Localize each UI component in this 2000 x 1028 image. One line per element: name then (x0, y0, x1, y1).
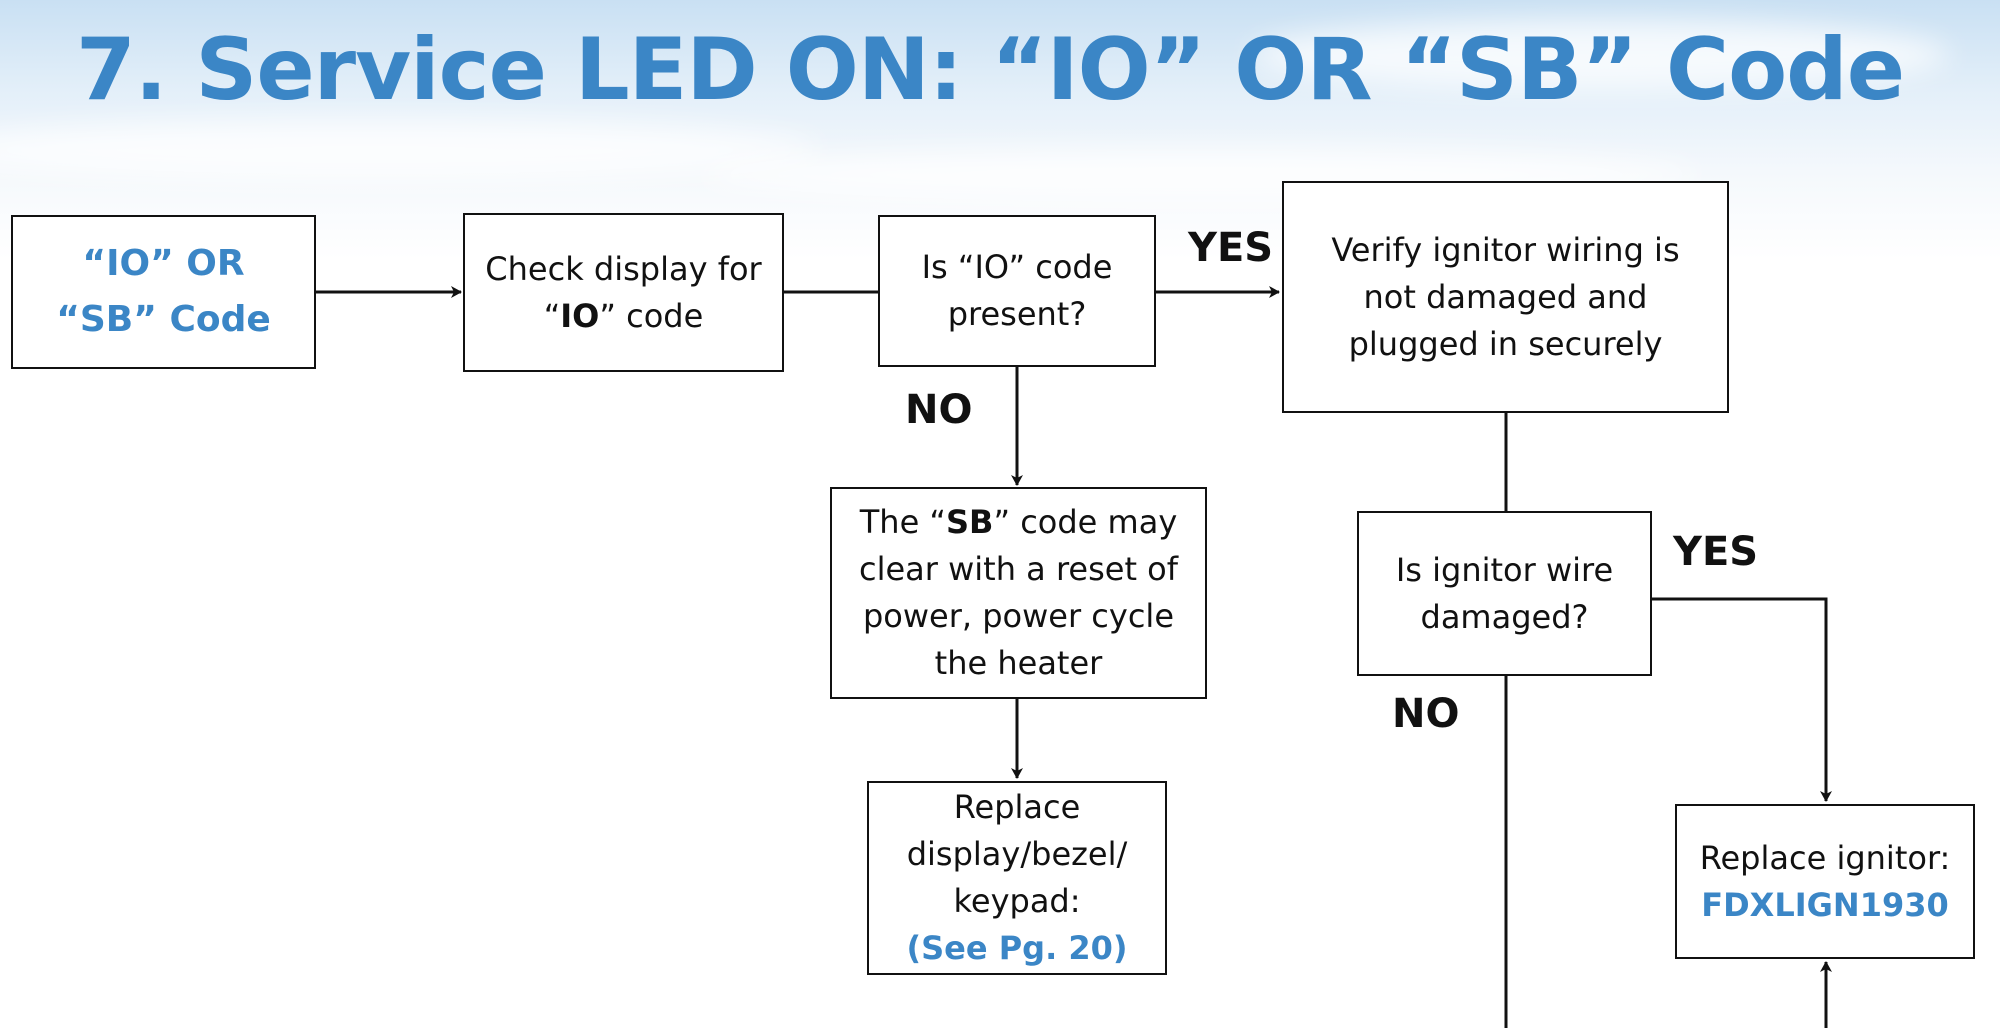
check-display-node: Check display for “IO” code (463, 213, 784, 372)
check-display-quote-close: ” code (599, 296, 704, 335)
sky-streak (0, 120, 820, 180)
io-present-decision: Is “IO” code present? (878, 215, 1156, 367)
verify-wiring-line2: not damaged and (1363, 277, 1648, 316)
yes-label-io: YES (1188, 225, 1274, 271)
no-label-io: NO (905, 387, 973, 433)
sb-reset-line3: power, power cycle (862, 597, 1174, 635)
io-present-line2: present? (947, 295, 1087, 333)
verify-wiring-line3: plugged in securely (1348, 324, 1663, 363)
sb-reset-line4: the heater (934, 644, 1103, 682)
no-label-wire: NO (1392, 691, 1460, 737)
sky-streak (1250, 20, 1950, 90)
check-display-quote-open: “ (543, 296, 561, 335)
yes-label-wire: YES (1673, 529, 1759, 575)
verify-wiring-node: Verify ignitor wiring is not damaged and… (1282, 181, 1729, 413)
replace-display-line1: Replace (953, 788, 1081, 826)
wire-damaged-line2: damaged? (1420, 597, 1589, 636)
check-display-code: IO (560, 296, 600, 335)
connector-yes-to-replace-ignitor (1652, 597, 1832, 802)
wire-damaged-decision: Is ignitor wire damaged? (1357, 511, 1652, 676)
ignitor-part-number: FDXLIGN1930 (1701, 885, 1949, 924)
replace-display-line3: keypad: (953, 882, 1081, 920)
start-node-line1: “IO” OR (82, 243, 245, 284)
start-node: “IO” OR “SB” Code (11, 215, 316, 369)
replace-display-line2: display/bezel/ (906, 835, 1128, 873)
see-page-link[interactable]: (See Pg. 20) (906, 929, 1128, 967)
sb-reset-pre: The “ (859, 503, 946, 541)
sb-reset-post: ” code may (993, 503, 1178, 541)
check-display-line1: Check display for (485, 249, 762, 288)
page-title: 7. Service LED ON: “IO” OR “SB” Code (75, 20, 1905, 120)
sb-reset-node: The “SB” code may clear with a reset of … (830, 487, 1207, 699)
sb-reset-code: SB (946, 503, 994, 541)
replace-ignitor-node: Replace ignitor: FDXLIGN1930 (1675, 804, 1975, 959)
verify-wiring-line1: Verify ignitor wiring is (1331, 230, 1680, 269)
replace-ignitor-line1: Replace ignitor: (1699, 838, 1951, 877)
io-present-line1: Is “IO” code (921, 248, 1113, 286)
start-node-line2: “SB” Code (56, 299, 271, 340)
wire-damaged-line1: Is ignitor wire (1395, 550, 1614, 589)
replace-display-node: Replace display/bezel/ keypad: (See Pg. … (867, 781, 1167, 975)
sb-reset-line2: clear with a reset of (858, 550, 1178, 588)
